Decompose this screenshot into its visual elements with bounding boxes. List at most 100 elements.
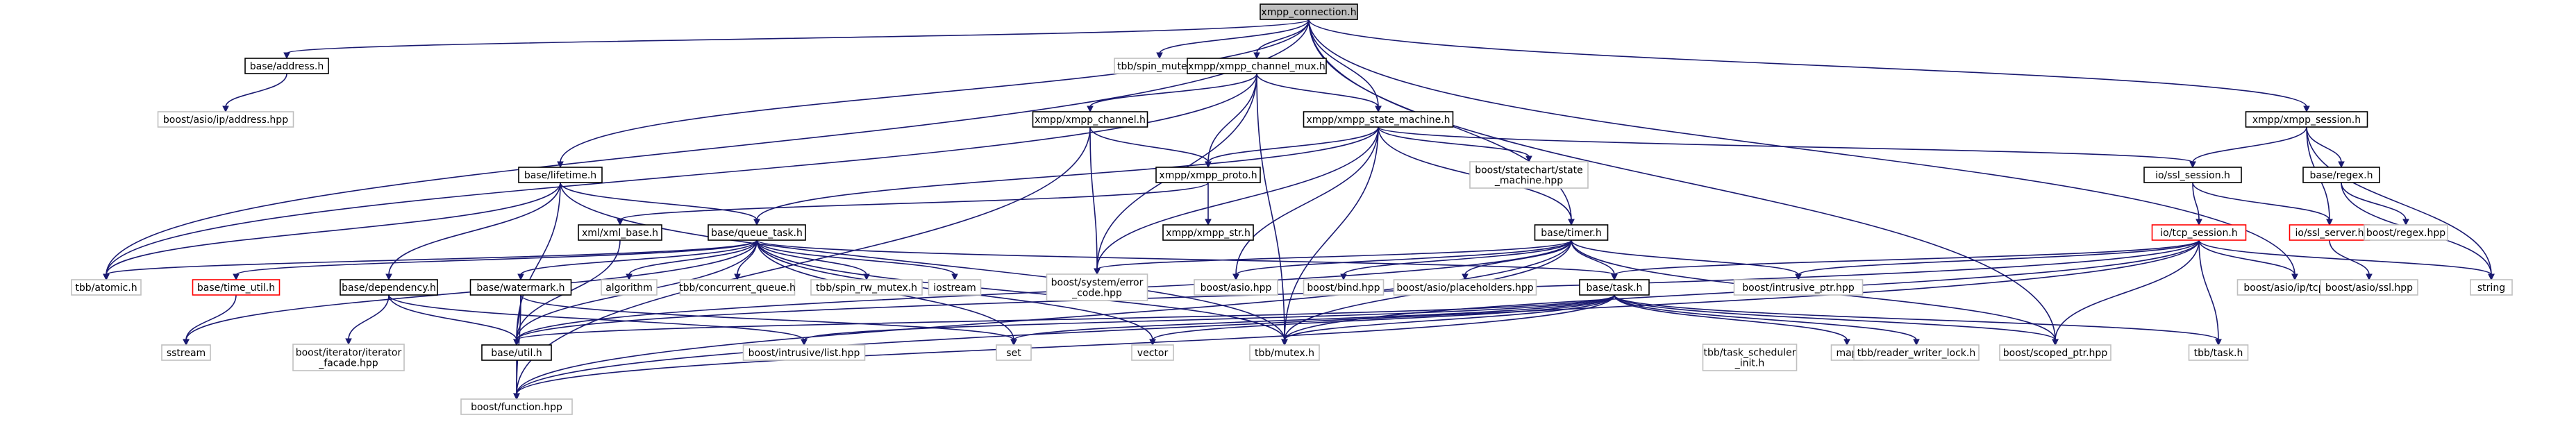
node-label: xmpp/xmpp_channel.h: [1035, 115, 1146, 126]
node-xmpp-session[interactable]: xmpp/xmpp_session.h: [2245, 111, 2368, 128]
node-label: xmpp_connection.h: [1261, 7, 1356, 18]
node-box: [1469, 161, 1589, 189]
node-scoped-ptr: boost/scoped_ptr.hpp: [1999, 344, 2111, 361]
node-box: [71, 279, 142, 296]
node-label: tbb/reader_writer_lock.h: [1857, 348, 1975, 359]
edge-tcp_session-to-asio_ip_tcp: [2198, 239, 2298, 281]
node-base-util[interactable]: base/util.h: [481, 344, 552, 361]
edge-xmpp_proto-to-xml_base: [617, 182, 1209, 226]
node-box: [518, 167, 603, 183]
node-intrusive-ptr: boost/intrusive_ptr.hpp: [1733, 279, 1864, 296]
edge-xmpp_session-to-base_regex: [2306, 126, 2345, 169]
node-box: [1393, 279, 1537, 296]
node-box: [2320, 279, 2418, 296]
edge-base_dependency-to-iterator_facade: [345, 294, 390, 346]
node-label: boost/asio.hpp: [1201, 282, 1272, 294]
node-iterator-facade: boost/iterator/iterator_facade.hpp: [292, 344, 405, 371]
node-queue-task[interactable]: base/queue_task.h: [708, 224, 806, 241]
node-box: [578, 224, 662, 241]
node-base-timer[interactable]: base/timer.h: [1534, 224, 1609, 241]
node-label: base/timer.h: [1541, 228, 1602, 239]
edge-tcp_session-to-intrusive_ptr: [1795, 239, 2200, 281]
node-base-address[interactable]: base/address.h: [244, 58, 329, 74]
node-label: tbb/mutex.h: [1255, 348, 1314, 359]
node-boost-regex: boost/regex.hpp: [2364, 224, 2448, 241]
edge-base_address-to-asio_ip_address: [222, 73, 287, 113]
node-tbb-atomic: tbb/atomic.h: [71, 279, 142, 296]
edge-base_task-to-tbb_task: [1614, 294, 2222, 346]
node-xmpp-connection[interactable]: xmpp_connection.h: [1260, 3, 1358, 20]
edge-base_task-to-scoped_ptr: [1614, 294, 2059, 346]
node-boost-function: boost/function.hpp: [460, 398, 573, 415]
node-label: set: [1006, 348, 1021, 359]
node-label: algorithm: [605, 282, 653, 294]
node-box: [1260, 3, 1358, 20]
node-reader-writer-lock: tbb/reader_writer_lock.h: [1853, 344, 1980, 361]
node-task-scheduler-init: tbb/task_scheduler_init.h: [1702, 344, 1798, 371]
edge-base_task-to-intrusive_list: [801, 294, 1615, 346]
node-base-task[interactable]: base/task.h: [1579, 279, 1650, 296]
node-box: [2188, 344, 2249, 361]
node-label: base/util.h: [491, 348, 542, 359]
node-xml-base[interactable]: xml/xml_base.h: [578, 224, 662, 241]
node-concurrent-queue: tbb/concurrent_queue.h: [679, 279, 796, 296]
node-label: sstream: [167, 348, 206, 359]
node-asio-placeholders: boost/asio/placeholders.hpp: [1393, 279, 1537, 296]
node-box: [1534, 224, 1609, 241]
node-label: tbb/atomic.h: [75, 282, 137, 294]
edge-base_dependency-to-intrusive_list: [388, 294, 808, 346]
node-xmpp-str[interactable]: xmpp/xmpp_str.h: [1162, 224, 1254, 241]
edge-base_dependency-to-base_util: [388, 294, 520, 346]
node-label: boost/asio/placeholders.hpp: [1396, 282, 1533, 294]
node-xmpp-proto[interactable]: xmpp/xmpp_proto.h: [1155, 167, 1261, 183]
node-label: tbb/concurrent_queue.h: [679, 282, 796, 294]
node-xmpp-channel-mux[interactable]: xmpp/xmpp_channel_mux.h: [1187, 58, 1327, 74]
node-box: [157, 111, 294, 128]
node-spin-rw-mutex: tbb/spin_rw_mutex.h: [810, 279, 923, 296]
node-boost-bind: boost/bind.hpp: [1303, 279, 1385, 296]
edge-xmpp_proto-to-xmpp_str: [1205, 183, 1212, 226]
node-ssl-server[interactable]: io/ssl_server.h: [2289, 224, 2370, 241]
node-box: [481, 344, 552, 361]
edge-xmpp_channel-to-system_error_code: [1089, 126, 1101, 276]
node-box: [1155, 167, 1261, 183]
node-tbb-task: tbb/task.h: [2188, 344, 2249, 361]
node-box: [292, 344, 405, 371]
node-base-watermark[interactable]: base/watermark.h: [469, 279, 572, 296]
node-box: [1131, 344, 1174, 361]
node-box: [1187, 58, 1327, 74]
edge-xmpp_channel_mux-to-xmpp_state_machine: [1256, 73, 1382, 113]
edge-tcp_session-to-base_task: [1611, 239, 2200, 281]
edge-queue_task-to-base_watermark: [517, 239, 758, 281]
node-tcp-session[interactable]: io/tcp_session.h: [2151, 224, 2247, 241]
edge-base_task-to-tbb_mutex: [1281, 294, 1615, 346]
node-label: base/dependency.h: [342, 282, 436, 294]
node-set: set: [996, 344, 1032, 361]
node-label: map: [1836, 348, 1857, 359]
node-base-regex[interactable]: base/regex.h: [2302, 167, 2380, 183]
edge-tcp_session-to-string: [2198, 239, 2495, 281]
node-vector: vector: [1131, 344, 1174, 361]
node-base-dependency[interactable]: base/dependency.h: [340, 279, 438, 296]
node-sstream: sstream: [161, 344, 211, 361]
node-ssl-session[interactable]: io/ssl_session.h: [2143, 167, 2242, 183]
node-time-util[interactable]: base/time_util.h: [192, 279, 281, 296]
node-boost-asio: boost/asio.hpp: [1194, 279, 1278, 296]
node-spin-mutex: tbb/spin_mutex.h: [1114, 58, 1205, 74]
node-xmpp-channel[interactable]: xmpp/xmpp_channel.h: [1032, 111, 1148, 128]
node-label: _code.hpp: [1071, 288, 1122, 299]
edge-xmpp_channel_mux-to-tbb_mutex: [1256, 73, 1288, 346]
edge-base_task-to-vector: [1149, 294, 1615, 346]
node-asio-ssl: boost/asio/ssl.hpp: [2320, 279, 2418, 296]
edge-xmpp_session-to-string: [2306, 126, 2495, 281]
edge-base_util-to-boost_function: [513, 360, 520, 400]
node-string: string: [2470, 279, 2513, 296]
node-base-lifetime[interactable]: base/lifetime.h: [518, 167, 603, 183]
node-label: boost/intrusive/list.hpp: [748, 348, 860, 359]
node-label: boost/asio/ssl.hpp: [2325, 282, 2413, 294]
edge-base_timer-to-intrusive_ptr: [1571, 239, 1802, 281]
node-label: base/regex.h: [2309, 170, 2373, 181]
edge-time_util-to-sstream: [183, 294, 237, 346]
node-xmpp-state-machine[interactable]: xmpp/xmpp_state_machine.h: [1303, 111, 1454, 128]
